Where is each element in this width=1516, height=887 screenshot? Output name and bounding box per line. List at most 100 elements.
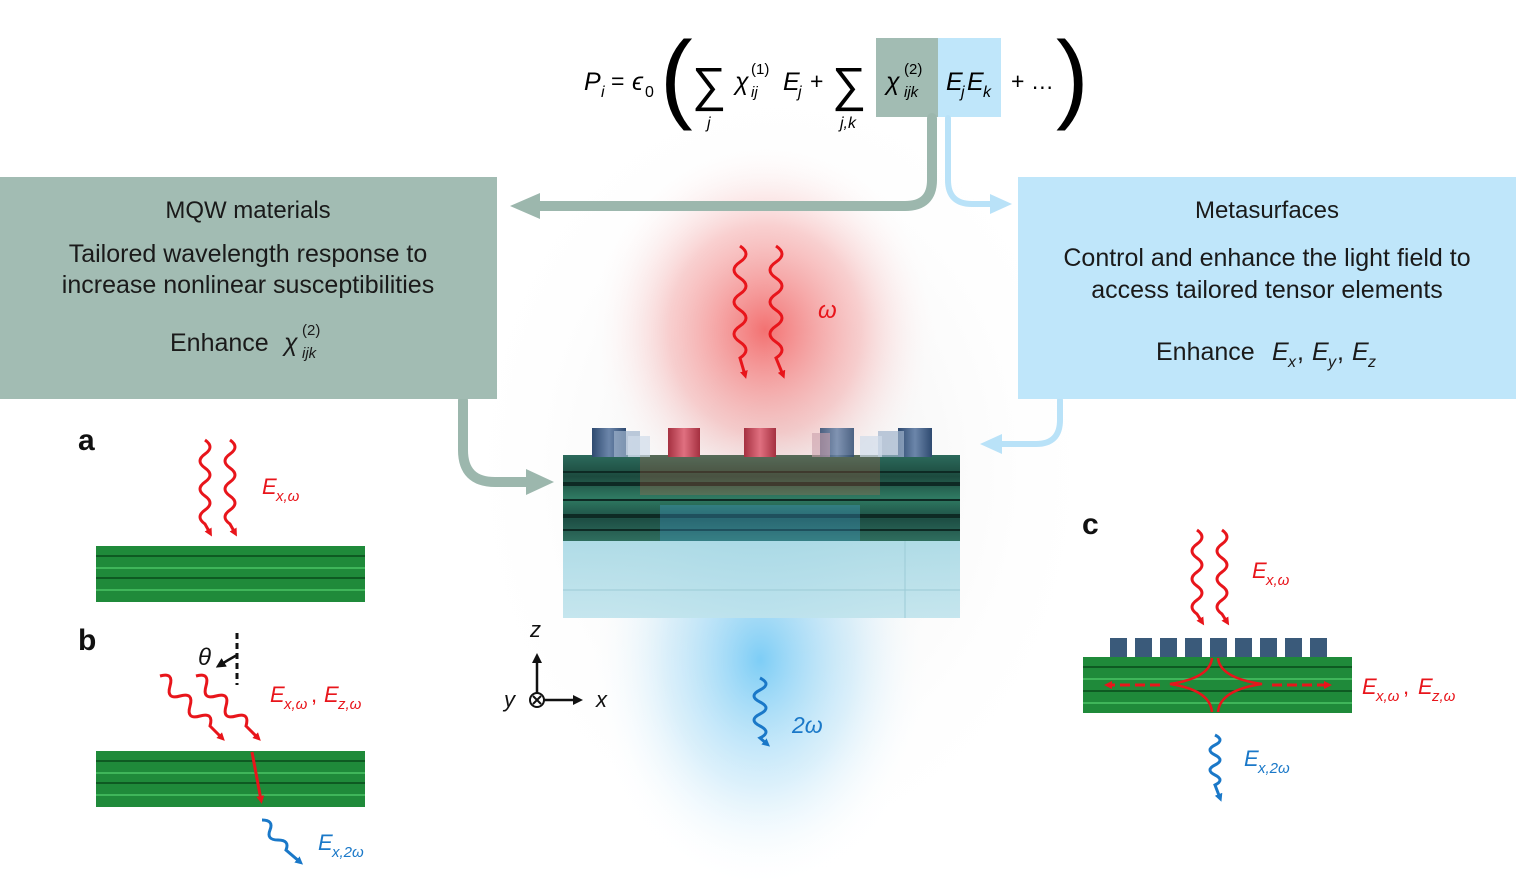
panel-c-field-2: E	[1418, 674, 1433, 699]
panel-c-input-field: E	[1252, 558, 1267, 583]
panel-a-slab-lines	[96, 555, 365, 591]
eq-chi1: χ	[733, 68, 749, 96]
panel-b-output-wave	[261, 818, 304, 865]
panel-c-output-field-sub: x,2ω	[1257, 760, 1290, 777]
meta-ey: E	[1312, 338, 1329, 366]
substrate	[563, 540, 960, 618]
panel-b-field-2: E	[324, 682, 339, 707]
meta-ey-sub: y	[1327, 354, 1337, 371]
mqw-arrow-bottom-tip	[526, 469, 554, 495]
panel-b-label: b	[78, 624, 96, 657]
omega-wave-2	[768, 244, 786, 379]
omega-wave-1	[732, 244, 748, 379]
panel-c-mode-profile-right	[1216, 657, 1263, 713]
eq-plus: +	[810, 68, 823, 94]
panel-a-wave-2	[223, 438, 237, 537]
panel-c: c E x,ω E x,ω , E z,ω	[1082, 508, 1456, 802]
panel-c-wave-2	[1215, 528, 1230, 626]
eq-epsilon-sub: 0	[645, 84, 654, 101]
pillar	[1310, 638, 1327, 658]
panel-c-label: c	[1082, 508, 1099, 541]
mqw-chi-sub: ijk	[302, 345, 318, 362]
panel-b-field-1-sub: x,ω	[283, 696, 308, 713]
panel-c-pillars	[1110, 638, 1327, 658]
mqw-stack-lines	[563, 471, 960, 531]
meta-comma-1: ,	[1297, 338, 1304, 366]
meta-ex-sub: x	[1287, 354, 1297, 371]
panel-c-wave-1	[1190, 528, 1205, 626]
eq-epsilon: ϵ	[632, 68, 644, 96]
eq-chi2-sup: (2)	[904, 61, 922, 78]
panel-b: b θ E x,ω , E z,ω E x,2ω	[78, 624, 365, 865]
pillar	[668, 428, 700, 457]
panel-c-slab-lines	[1083, 666, 1352, 704]
mqw-line-2: increase nonlinear susceptibilities	[62, 271, 434, 299]
eq-sum-2-index: j,k	[838, 115, 857, 132]
mqw-stack-red-tint	[640, 455, 880, 495]
panel-c-output-field: E	[1244, 746, 1259, 771]
omega-label: ω	[818, 297, 837, 324]
eq-chi2: χ	[884, 68, 900, 96]
panel-b-output-field-sub: x,2ω	[331, 844, 364, 861]
mqw-stack-blue-tint	[660, 505, 860, 541]
panel-a-field-sub: x,ω	[275, 488, 300, 505]
eq-equals: =	[611, 68, 624, 94]
panel-c-field-2-sub: z,ω	[1431, 688, 1456, 705]
panel-b-theta: θ	[198, 644, 211, 671]
pillar	[1160, 638, 1177, 658]
mqw-box-background	[0, 177, 497, 399]
coordinate-axes: z x y	[502, 617, 608, 712]
pillar	[1285, 638, 1302, 658]
meta-ez-sub: z	[1367, 354, 1376, 371]
eq-lhs: P	[584, 68, 601, 96]
meta-box-background	[1018, 177, 1516, 399]
eq-sum-1: ∑	[692, 59, 726, 112]
panel-b-field-2-sub: z,ω	[337, 696, 362, 713]
eq-ej-2-sub: j	[959, 84, 965, 101]
pillar	[628, 436, 650, 457]
meta-arrow-top-tip	[990, 194, 1012, 214]
panel-b-refracted-beam	[250, 751, 265, 804]
panel-a-mqw-slab	[96, 546, 365, 602]
meta-arrow-top	[945, 115, 995, 207]
eq-open-paren: (	[660, 21, 693, 131]
metasurface-pillars	[592, 428, 932, 457]
axis-z-label: z	[529, 617, 541, 642]
panel-c-input-field-sub: x,ω	[1265, 572, 1290, 589]
panel-b-mqw-slab	[96, 751, 365, 807]
polarization-equation: P i = ϵ 0 ( ∑ j χ (1) ij E j + ∑ j,k χ (…	[584, 21, 1089, 132]
mqw-materials-box: MQW materials Tailored wavelength respon…	[0, 177, 497, 399]
meta-connector-arrows	[945, 115, 1063, 447]
panel-a-wave-1	[198, 438, 212, 537]
panel-b-wave-2	[195, 673, 261, 741]
meta-line-1: Control and enhance the light field to	[1063, 244, 1470, 272]
eq-chi1-sup: (1)	[751, 61, 769, 78]
mqw-arrow-bottom	[458, 395, 535, 487]
pillar	[878, 431, 904, 457]
central-device	[563, 428, 960, 618]
panel-b-slab-lines	[96, 760, 365, 796]
eq-ej-sub: j	[796, 84, 802, 101]
metasurfaces-box: Metasurfaces Control and enhance the lig…	[1018, 177, 1516, 399]
panel-b-angle-arc	[215, 653, 238, 668]
panel-b-comma: ,	[311, 682, 317, 707]
eq-ek: E	[967, 68, 984, 96]
panel-a: a E x,ω	[78, 424, 365, 602]
eq-chi1-sub: ij	[751, 84, 758, 101]
eq-close-paren: )	[1056, 21, 1089, 131]
eq-chi2-sub: ijk	[904, 84, 920, 101]
pillar	[1235, 638, 1252, 658]
pillar	[1110, 638, 1127, 658]
mqw-arrow-top-tip	[510, 193, 540, 219]
panel-b-output-field: E	[318, 830, 333, 855]
red-beam-glow	[590, 140, 940, 520]
chi2-highlight	[876, 38, 938, 117]
eq-ej: E	[783, 68, 800, 96]
meta-arrow-bottom-tip	[980, 434, 1002, 454]
mqw-chi: χ	[282, 329, 298, 357]
y-axis-cross	[532, 695, 542, 705]
eq-tail: + …	[1011, 68, 1054, 94]
panel-c-field-1-sub: x,ω	[1375, 688, 1400, 705]
eq-lhs-sub: i	[601, 84, 605, 101]
